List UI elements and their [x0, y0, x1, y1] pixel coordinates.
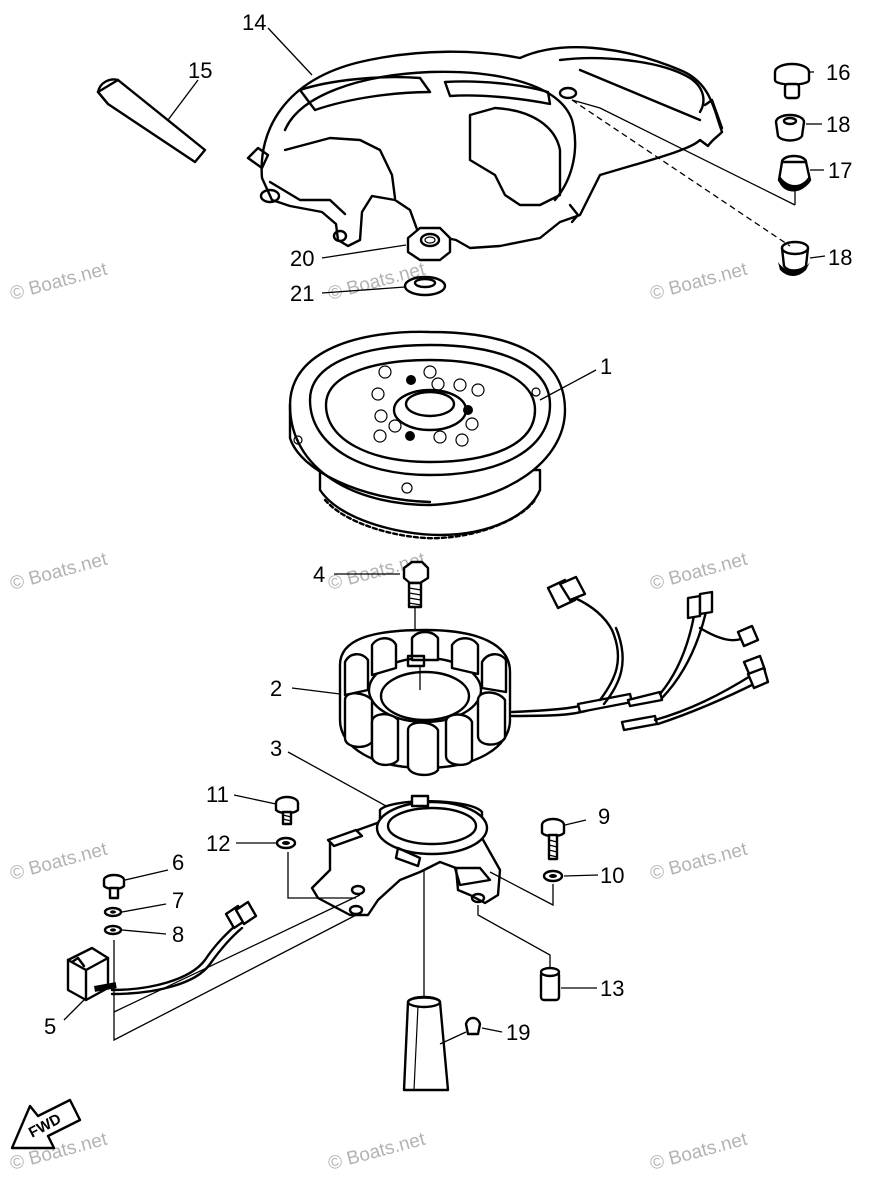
part-19-key — [464, 1016, 482, 1036]
part-13-spacer — [539, 966, 561, 1002]
callout-18-upper: 18 — [826, 112, 850, 137]
part-2-stator — [338, 628, 512, 777]
callout-10: 10 — [600, 863, 624, 888]
leader-lines — [63, 27, 826, 1045]
guide-line — [571, 99, 796, 206]
guide-line — [489, 871, 554, 907]
part-8-washer — [103, 924, 123, 936]
part-15-hose — [96, 78, 207, 164]
callout-16: 16 — [826, 60, 850, 85]
callout-20: 20 — [290, 246, 314, 271]
callout-13: 13 — [600, 976, 624, 1001]
part-18-grommet-lower — [778, 240, 810, 276]
part-6-screw — [102, 873, 126, 900]
guide-line — [113, 911, 363, 1042]
part-20-nut — [406, 226, 452, 262]
callout-12: 12 — [206, 831, 230, 856]
watermark: © Boats.net — [648, 1129, 750, 1175]
part-9-screw — [540, 817, 566, 861]
callout-1: 1 — [600, 354, 612, 379]
part-7-washer — [103, 906, 123, 918]
watermark: © Boats.net — [648, 259, 750, 305]
guide-line — [113, 894, 361, 1013]
part-12-washer — [275, 836, 297, 850]
part-16-cap — [773, 62, 811, 100]
callout-15: 15 — [188, 58, 212, 83]
part-18-grommet-upper — [774, 113, 806, 142]
part-21-washer — [403, 275, 447, 297]
part-5-pulser-coil — [66, 900, 258, 1002]
guide-line — [477, 905, 551, 968]
callout-18-lower: 18 — [828, 245, 852, 270]
watermark: © Boats.net — [8, 839, 110, 885]
callout-3: 3 — [270, 736, 282, 761]
callout-6: 6 — [172, 850, 184, 875]
callout-11: 11 — [206, 782, 229, 807]
watermark: © Boats.net — [8, 549, 110, 595]
callout-5: 5 — [44, 1014, 56, 1039]
callout-numbers: 14 15 16 18 17 18 20 21 1 4 2 3 11 12 9 … — [44, 10, 852, 1045]
callout-9: 9 — [598, 804, 610, 829]
callout-7: 7 — [172, 888, 184, 913]
callout-14: 14 — [242, 10, 266, 35]
part-14-flywheel-cover — [246, 46, 724, 250]
callout-8: 8 — [172, 922, 184, 947]
part-3-base-plate — [310, 794, 502, 1005]
stator-wire-harness — [510, 575, 770, 732]
callout-19: 19 — [506, 1020, 530, 1045]
part-11-screw — [274, 795, 300, 826]
watermark: © Boats.net — [326, 1129, 428, 1175]
part-10-washer — [542, 869, 564, 883]
guide-line — [571, 99, 791, 247]
crankshaft — [402, 995, 450, 1092]
watermark: © Boats.net — [648, 839, 750, 885]
callout-21: 21 — [290, 281, 314, 306]
part-17-grommet — [777, 154, 812, 192]
callout-4: 4 — [313, 562, 325, 587]
callout-17: 17 — [828, 158, 852, 183]
watermark: © Boats.net — [8, 259, 110, 305]
watermark: © Boats.net — [648, 549, 750, 595]
callout-2: 2 — [270, 676, 282, 701]
part-1-flywheel — [288, 330, 567, 540]
guide-line — [287, 852, 356, 899]
